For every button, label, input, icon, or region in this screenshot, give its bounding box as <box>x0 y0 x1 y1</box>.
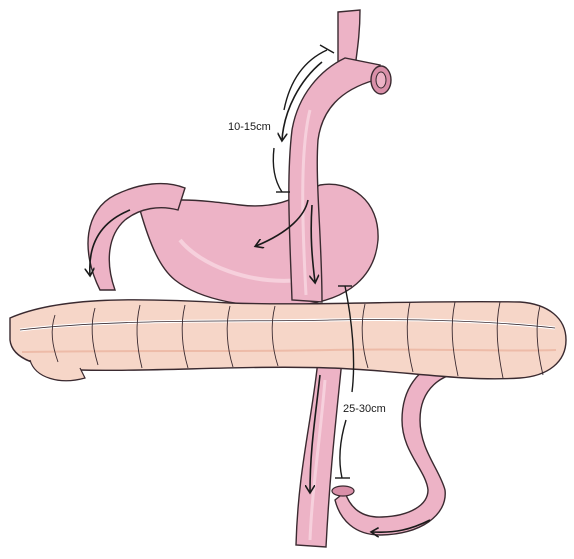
upper-length-label: 10-15cm <box>228 121 271 133</box>
lower-length-label: 25-30cm <box>343 403 386 415</box>
transverse-colon <box>10 300 566 381</box>
esophagus <box>338 10 360 62</box>
anastomosis-opening <box>332 486 354 496</box>
